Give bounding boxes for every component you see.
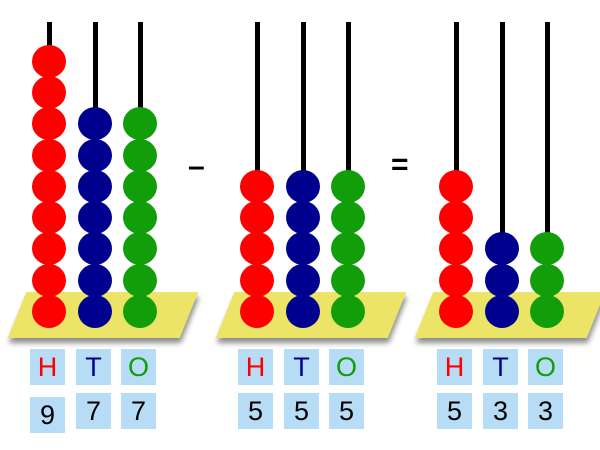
tens-bead <box>78 169 112 203</box>
tens-bead <box>286 295 320 328</box>
hundreds-bead <box>240 232 274 266</box>
tens-bead <box>78 263 112 297</box>
tens-bead <box>78 232 112 266</box>
place-label-ones: O <box>121 349 156 385</box>
tens-bead <box>485 295 519 328</box>
place-label-hundreds: H <box>437 349 472 385</box>
hundreds-bead <box>32 232 66 266</box>
place-label-ones: O <box>528 349 563 385</box>
ones-bead <box>331 295 365 328</box>
ones-bead <box>331 263 365 297</box>
equals-sign: = <box>391 148 409 181</box>
ones-bead <box>123 201 157 235</box>
tens-bead <box>78 295 112 328</box>
hundreds-bead <box>439 232 473 266</box>
hundreds-rod <box>454 22 459 312</box>
tens-bead <box>286 263 320 297</box>
hundreds-bead <box>32 201 66 235</box>
tens-rod <box>301 22 306 312</box>
hundreds-bead <box>32 263 66 297</box>
ones-rod <box>545 22 550 312</box>
digit-tens: 5 <box>284 393 319 429</box>
digit-ones: 5 <box>329 393 364 429</box>
hundreds-bead <box>32 107 66 141</box>
ones-rod <box>346 22 351 312</box>
ones-bead <box>123 263 157 297</box>
ones-bead <box>530 263 564 297</box>
place-label-ones: O <box>329 349 364 385</box>
tens-bead <box>485 263 519 297</box>
hundreds-bead <box>32 138 66 172</box>
tens-bead <box>78 138 112 172</box>
hundreds-bead <box>240 169 274 203</box>
tens-bead <box>78 107 112 141</box>
place-label-hundreds: H <box>30 349 65 385</box>
tens-bead <box>286 169 320 203</box>
tens-bead <box>286 232 320 266</box>
hundreds-bead <box>32 75 66 109</box>
place-label-tens: T <box>76 349 111 385</box>
hundreds-bead <box>439 201 473 235</box>
hundreds-rod <box>255 22 260 312</box>
minus-sign: – <box>188 150 205 183</box>
digit-hundreds: 9 <box>30 397 65 433</box>
hundreds-bead <box>240 295 274 328</box>
hundreds-bead <box>32 44 66 78</box>
ones-bead <box>530 232 564 266</box>
place-label-tens: T <box>483 349 518 385</box>
tens-bead <box>485 232 519 266</box>
ones-bead <box>123 138 157 172</box>
hundreds-bead <box>240 201 274 235</box>
tens-rod <box>500 22 505 312</box>
ones-bead <box>530 295 564 328</box>
tens-bead <box>78 201 112 235</box>
ones-bead <box>123 232 157 266</box>
digit-ones: 3 <box>528 393 563 429</box>
hundreds-bead <box>439 295 473 328</box>
digit-hundreds: 5 <box>238 393 273 429</box>
hundreds-bead <box>439 169 473 203</box>
digit-tens: 3 <box>483 393 518 429</box>
place-label-hundreds: H <box>238 349 273 385</box>
digit-ones: 7 <box>121 393 156 429</box>
ones-bead <box>331 201 365 235</box>
ones-bead <box>123 295 157 328</box>
digit-tens: 7 <box>76 393 111 429</box>
ones-bead <box>123 107 157 141</box>
ones-bead <box>331 232 365 266</box>
ones-bead <box>123 169 157 203</box>
place-label-tens: T <box>284 349 319 385</box>
tens-bead <box>286 201 320 235</box>
hundreds-bead <box>439 263 473 297</box>
hundreds-bead <box>32 169 66 203</box>
hundreds-bead <box>240 263 274 297</box>
ones-bead <box>331 169 365 203</box>
digit-hundreds: 5 <box>437 393 472 429</box>
hundreds-bead <box>32 295 66 328</box>
